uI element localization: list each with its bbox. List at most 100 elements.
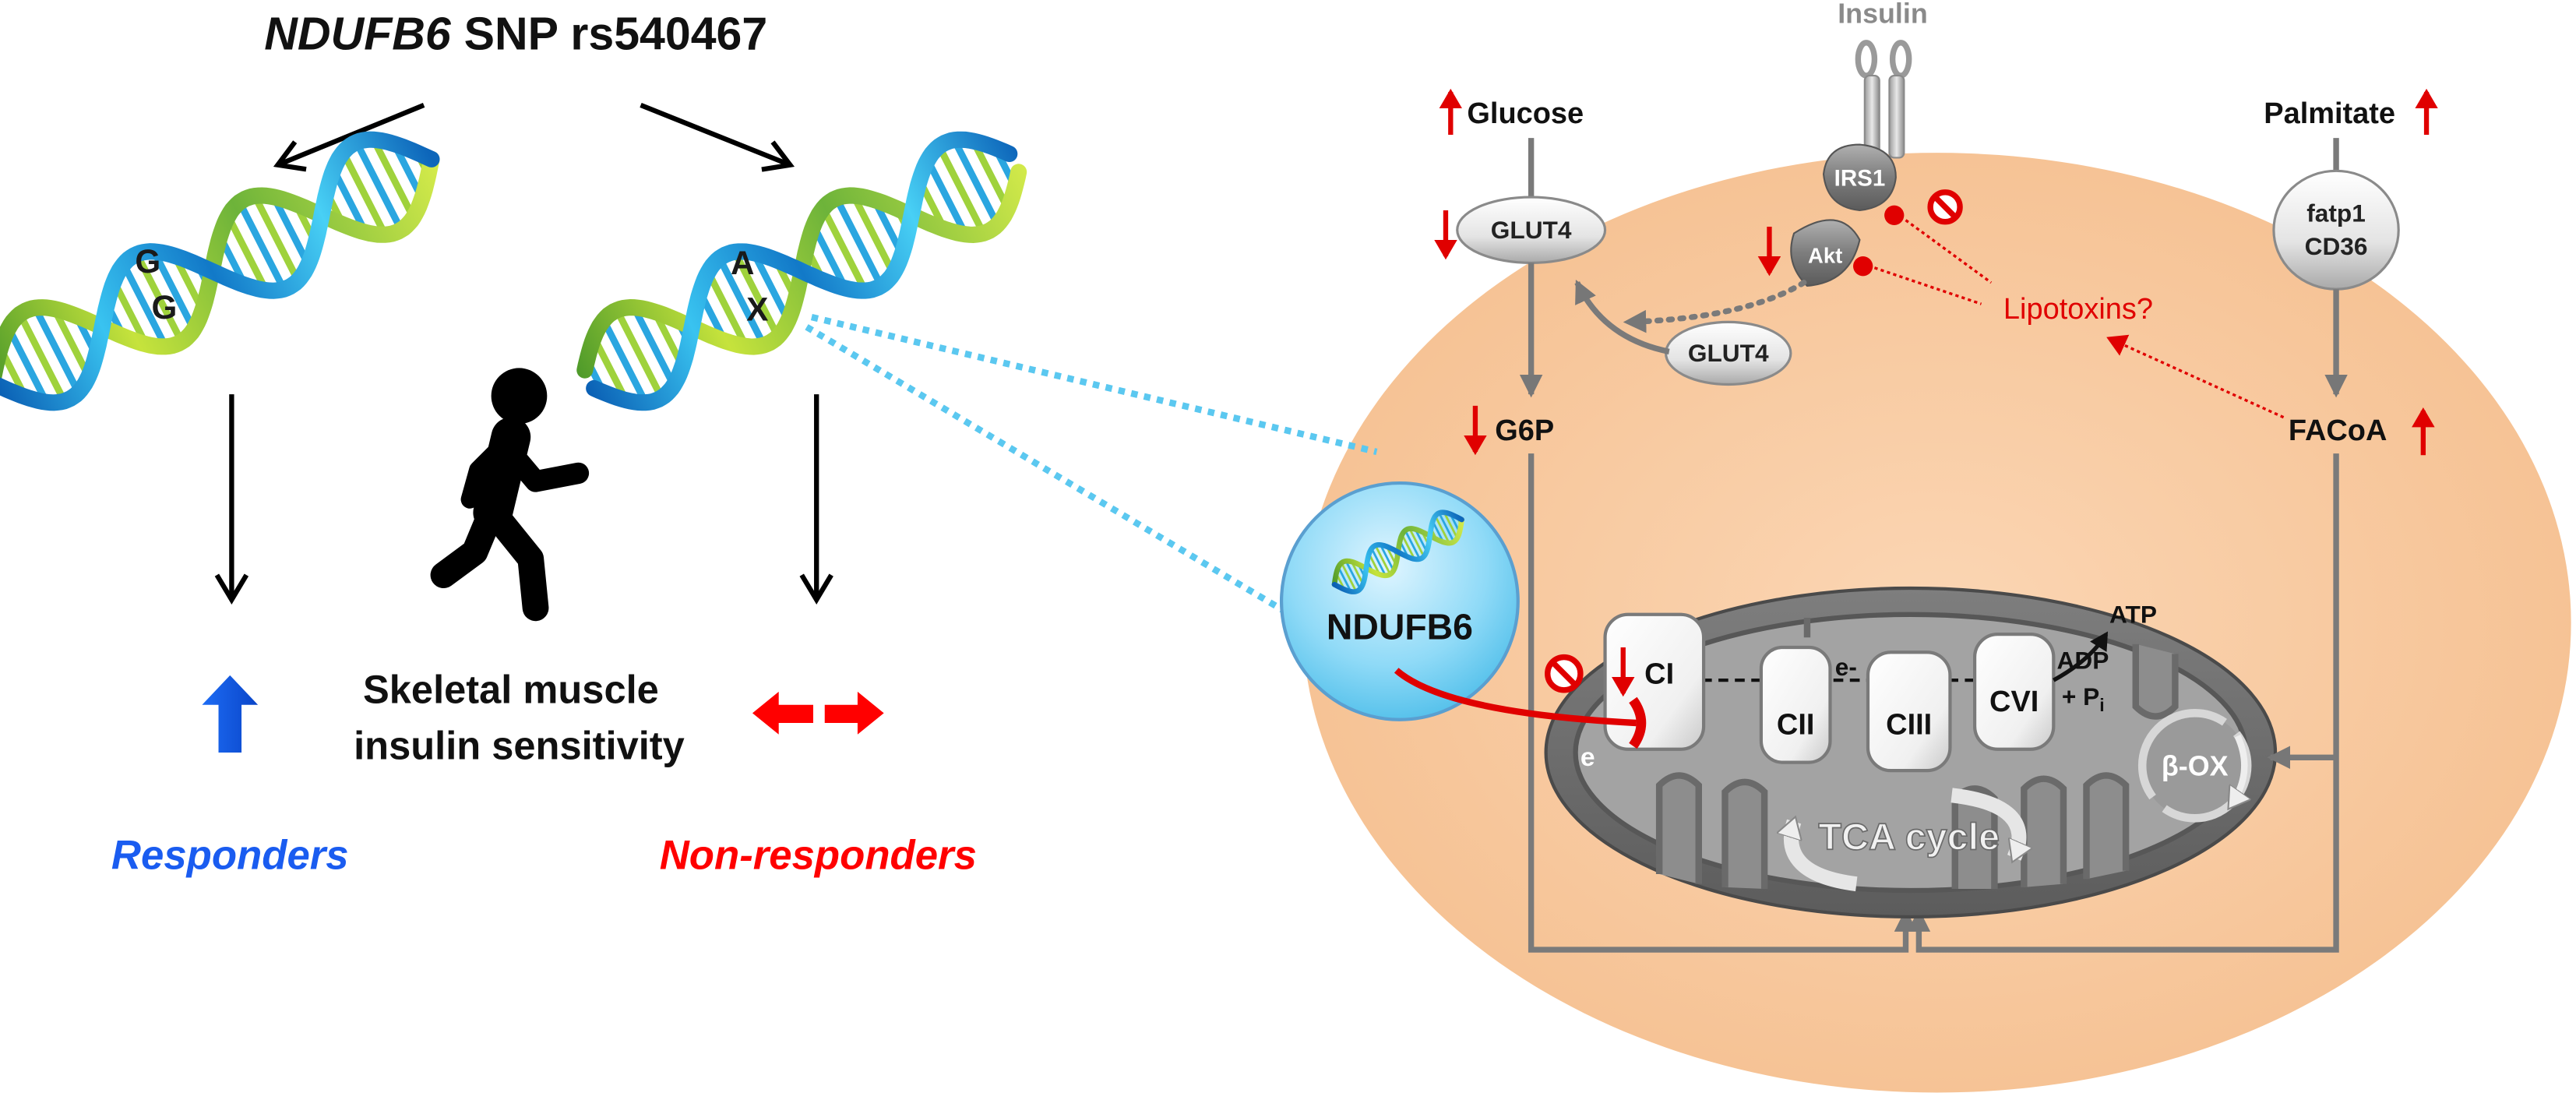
fatp1-cd36-transporter bbox=[2272, 169, 2400, 291]
dna-base-pair bbox=[716, 256, 767, 347]
akt-shape bbox=[1790, 219, 1861, 287]
no-entry-icon bbox=[1927, 189, 1963, 225]
dna-base-pair bbox=[731, 250, 781, 338]
dna-base-pair bbox=[1432, 520, 1445, 543]
complex-vi-label: CVI bbox=[1989, 686, 2039, 718]
outcome-label-line-2: insulin sensitivity bbox=[354, 723, 685, 767]
allele-g-2: G bbox=[152, 289, 178, 326]
lipotoxins-label: Lipotoxins? bbox=[2003, 293, 2153, 326]
dna-base-pair bbox=[600, 319, 649, 404]
dna-base-pair bbox=[631, 305, 677, 387]
irs1-shape bbox=[1822, 143, 1897, 212]
dna-helix-gg bbox=[0, 131, 440, 411]
gene-name: NDUFB6 bbox=[264, 8, 452, 59]
beta-oxidation-cycle-arrow bbox=[2231, 735, 2244, 806]
dna-base-pair bbox=[1350, 561, 1365, 585]
complex-iii bbox=[1866, 650, 1952, 773]
dna-base-pair bbox=[925, 158, 969, 236]
glut4-vesicle-label: GLUT4 bbox=[1688, 339, 1769, 367]
dna-base-pair bbox=[1374, 545, 1391, 575]
complex-iii-label: CIII bbox=[1886, 709, 1932, 742]
ndufb6-to-complex-i-link bbox=[1394, 668, 1637, 727]
dna-base-pair bbox=[936, 144, 987, 235]
beta-oxidation-label: β-OX bbox=[2162, 750, 2229, 781]
dna-base-pair bbox=[330, 167, 369, 234]
dna-base-pair bbox=[1337, 566, 1352, 592]
dna-base-pair bbox=[150, 249, 197, 331]
zoom-guide-line-upper bbox=[810, 313, 1378, 456]
dna-strand-blue bbox=[586, 131, 1018, 411]
complex-i-no-entry-icon bbox=[1545, 654, 1584, 693]
allele-x: X bbox=[746, 291, 768, 327]
dna-strand-blue bbox=[0, 131, 440, 411]
no-change-arrow-right bbox=[824, 691, 884, 735]
zoom-guide-line-lower bbox=[805, 324, 1287, 615]
dna-base-pair bbox=[810, 224, 849, 291]
tca-cycle-arrow-left bbox=[1791, 822, 1858, 892]
no-change-arrow-left bbox=[752, 691, 813, 735]
dna-base-pair bbox=[270, 195, 312, 266]
dna-base-pair bbox=[111, 280, 150, 346]
dna-base-pair bbox=[353, 140, 404, 232]
dna-base-pair bbox=[590, 336, 629, 402]
dna-base-pair bbox=[133, 252, 185, 344]
dna-base-pair bbox=[51, 307, 92, 379]
dna-base-pair bbox=[819, 206, 869, 293]
electron-entry-label: e bbox=[1580, 742, 1595, 772]
inhibition-dot-akt bbox=[1853, 256, 1873, 277]
complex-i-inhibition-bar bbox=[1629, 696, 1647, 749]
receptor-stalk-right bbox=[1888, 74, 1905, 159]
person-head bbox=[491, 368, 548, 425]
g6p-label: G6P bbox=[1495, 414, 1554, 447]
receptor-loop-left bbox=[1855, 40, 1878, 79]
facoa-to-lipotoxins-arrow bbox=[2106, 334, 2285, 419]
dna-base-pair bbox=[1443, 512, 1458, 539]
akt-label: Akt bbox=[1808, 243, 1842, 267]
irs1-label: IRS1 bbox=[1834, 165, 1886, 191]
dna-base-pair bbox=[1370, 548, 1387, 576]
dna-base-pair bbox=[32, 306, 82, 394]
lipotoxin-inhibition-akt bbox=[1873, 266, 1982, 305]
tca-cycle-arrow-right bbox=[1951, 788, 2019, 858]
ndufb6-dna-icon bbox=[1331, 509, 1464, 594]
dna-base-pair bbox=[1341, 562, 1358, 592]
dna-base-pair bbox=[970, 139, 1011, 210]
pi-main: + P bbox=[2062, 682, 2099, 710]
dna-base-pair bbox=[1344, 560, 1362, 590]
complex-ii bbox=[1759, 645, 1832, 764]
inhibition-dot-irs1 bbox=[1884, 205, 1905, 225]
dna-base-pair bbox=[1404, 530, 1421, 560]
dna-base-pair bbox=[614, 308, 665, 400]
facoa-label: FACoA bbox=[2289, 414, 2387, 447]
dna-base-pair bbox=[705, 270, 749, 348]
palmitate-label: Palmitate bbox=[2264, 97, 2395, 130]
dna-base-pair bbox=[750, 251, 791, 323]
dna-base-pair bbox=[5, 326, 50, 404]
fatp1-label: fatp1 bbox=[2306, 199, 2366, 227]
dna-base-pair bbox=[1434, 515, 1450, 544]
dna-base-pair bbox=[252, 194, 301, 283]
dna-base-pair bbox=[225, 214, 270, 292]
allele-a: A bbox=[731, 245, 754, 281]
ndufb6-label: NDUFB6 bbox=[1327, 606, 1473, 647]
dna-base-pair bbox=[833, 196, 885, 287]
responders-label: Responders bbox=[111, 833, 349, 879]
dna-base-pair bbox=[1401, 534, 1416, 560]
tca-cycle-label: TCA cycle bbox=[1818, 816, 2000, 858]
complex-vi bbox=[1972, 632, 2056, 751]
complex-ii-label: CII bbox=[1777, 709, 1815, 742]
akt-to-glut4-signal bbox=[1623, 280, 1807, 333]
dna-base-pair bbox=[1368, 553, 1381, 576]
dna-base-pair bbox=[1414, 528, 1428, 552]
atp-label: ATP bbox=[2109, 600, 2157, 628]
muscle-cell-panel: Insulin IRS1 Akt Lipotoxins? Glucose GLU… bbox=[805, 0, 2571, 1093]
arrow-to-ax-genotype bbox=[640, 103, 795, 172]
electron-transfer-label: e- bbox=[1835, 653, 1857, 681]
glut4-membrane-label: GLUT4 bbox=[1491, 216, 1572, 244]
running-person-icon bbox=[430, 368, 590, 622]
insulin-label: Insulin bbox=[1838, 0, 1927, 30]
ndufb6-gene-circle bbox=[1279, 481, 1520, 721]
